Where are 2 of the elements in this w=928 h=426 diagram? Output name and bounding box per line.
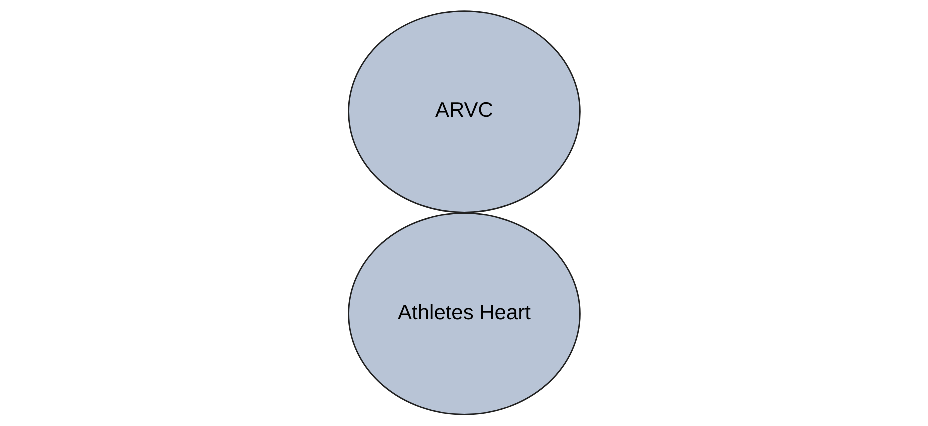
node-ellipse: ARVC [348,10,580,214]
node-ellipse: Athletes Heart [348,212,580,416]
